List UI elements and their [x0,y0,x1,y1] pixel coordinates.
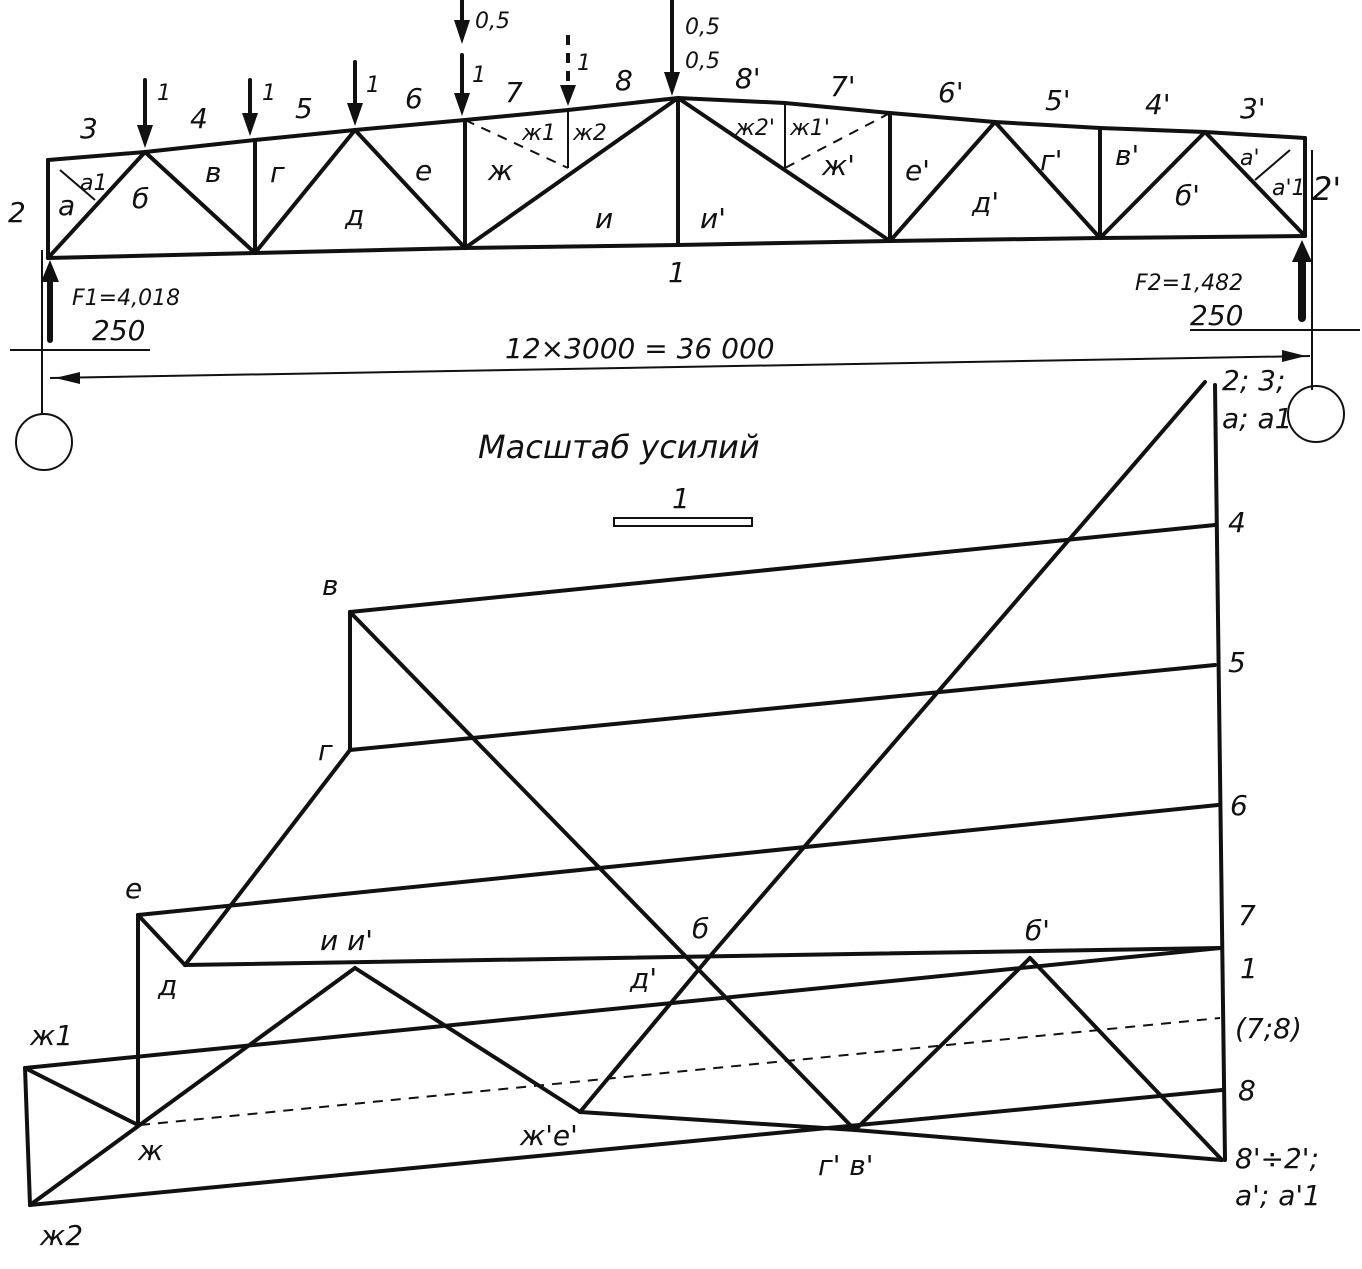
load-arrows [137,0,680,148]
panel-label: д' [971,186,999,219]
top-label: 5' [1045,84,1071,117]
polygon-label: (7;8) [1235,1012,1302,1045]
top-label: 8 [615,64,633,97]
polygon-label: и и' [320,924,373,957]
load-label: 1 [262,81,276,106]
panel-label: б' [1175,179,1200,212]
panel-label: ж' [821,149,855,182]
top-label: 5 [295,92,313,125]
polygon-label: г [318,734,333,767]
load-label: 1 [577,51,591,76]
panel-label: а' [1240,146,1260,171]
polygon-label: б' [1025,914,1050,947]
panel-label: ж [487,154,513,187]
right-label: 2' [1312,170,1341,208]
left-support-circle [15,413,73,471]
polygon-label: а; а1 [1222,402,1292,435]
reaction-right-label: F2=1,482 [1135,271,1243,296]
polygon-label: 2; 3; [1222,364,1285,397]
offset-right-label: 250 [1190,299,1243,332]
panel-label: и [595,202,613,235]
top-label: 4 [190,102,208,135]
panel-label: а [58,189,75,222]
polygon-label: д' [629,962,657,995]
panel-label: г' [1040,144,1062,177]
top-label: 6' [938,76,964,109]
span-label: 12×3000 = 36 000 [505,332,775,365]
panel-label: а1 [80,171,107,196]
load-label: 1 [366,73,380,98]
polygon-label: 6 [1230,789,1248,822]
load-label: 1 [157,81,171,106]
bottom-label: 1 [668,256,686,289]
load-label: 0,5 [685,49,720,74]
scale-title: Масштаб усилий [478,428,760,466]
panel-label: д [344,199,364,232]
top-label: 8' [735,62,761,95]
left-label: 2 [8,196,26,229]
polygon-label: 5 [1228,646,1246,679]
panel-label: е [415,154,432,187]
load-label: 0,5 [475,9,510,34]
panel-label: в [205,156,222,189]
polygon-label: б [692,912,709,945]
panel-label: ж2' [734,116,775,141]
scale-bar [613,517,753,527]
polygon-label: в [322,569,339,602]
panel-label: ж1' [789,116,830,141]
polygon-label: 8'÷2'; [1235,1142,1319,1175]
polygon-label: ж2 [39,1219,83,1252]
truss: 1 1 1 1 1 0,5 0,5 0,5 3 4 5 6 7 8 8' 7' … [8,0,1360,471]
force-polygon: 2; 3; а; а1 4 5 6 7 1 (7;8) 8 8'÷2'; а';… [23,364,1321,1252]
polygon-label: 8 [1238,1074,1256,1107]
polygon-label: д [157,969,177,1002]
polygon-label: ж'е' [519,1119,578,1152]
polygon-label: 4 [1228,506,1246,539]
polygon-label: ж [137,1134,163,1167]
top-label: 3' [1240,92,1266,125]
top-label: 6 [405,82,423,115]
offset-left-label: 250 [92,314,145,347]
polygon-label: г' в' [818,1149,874,1182]
top-label: 3 [80,112,98,145]
load-label: 0,5 [685,15,720,40]
polygon-label: е [125,872,142,905]
polygon-label: 7 [1238,899,1256,932]
panel-label: в' [1115,139,1139,172]
panel-label: ж2 [572,121,607,146]
load-label: 1 [472,63,486,88]
scale-value: 1 [672,482,690,515]
panel-label: е' [905,154,930,187]
panel-label: г [270,156,285,189]
top-label: 7 [505,76,523,109]
panel-label: и' [700,202,726,235]
polygon-label: ж1 [29,1019,73,1052]
panel-label: ж1 [521,121,556,146]
right-support-circle [1287,385,1345,443]
panel-label: б [132,182,149,215]
panel-label: а'1 [1272,176,1306,201]
reaction-left-label: F1=4,018 [72,286,180,311]
top-label: 7' [830,70,856,103]
force-scale: Масштаб усилий 1 [478,428,760,527]
polygon-label: 1 [1240,952,1258,985]
top-label: 4' [1145,88,1171,121]
polygon-label: а'; а'1 [1235,1179,1321,1212]
